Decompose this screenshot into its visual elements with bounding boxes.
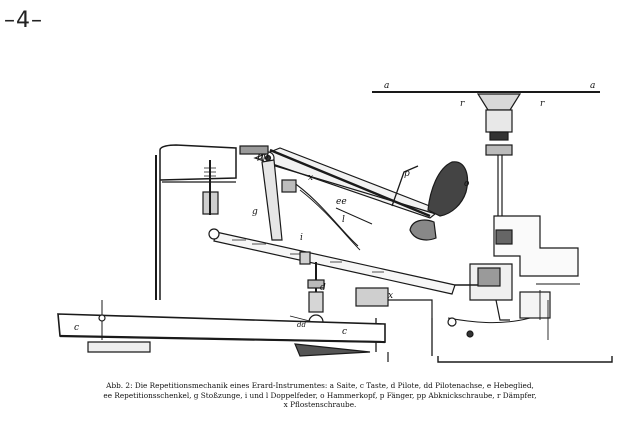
label-p: p — [404, 169, 410, 179]
piano-action-diagram: a a r r pp p o x ee g l i d dd x c c — [57, 81, 613, 363]
label-x-upper: x — [308, 173, 313, 183]
label-ee: ee — [336, 197, 347, 207]
page-number: –4– — [4, 8, 43, 33]
pilot — [289, 262, 346, 331]
label-i: i — [300, 233, 303, 243]
label-dd: dd — [297, 321, 306, 329]
damper-mechanism — [447, 215, 580, 340]
caption-line-2: ee Repetitionsschenkel, g Stoßzunge, i u… — [103, 390, 537, 400]
figure-caption: Abb. 2: Die Repetitionsmechanik eines Er… — [22, 381, 618, 410]
key — [57, 300, 386, 357]
label-o: o — [464, 179, 470, 189]
base-rail — [437, 356, 613, 363]
label-d: d — [320, 283, 326, 293]
balance-lever — [208, 228, 456, 295]
label-string-a-right: a — [590, 81, 595, 91]
label-string-a-left: a — [384, 81, 389, 91]
caption-line-3: x Pflostenschraube. — [283, 400, 357, 410]
label-key-c-right: c — [342, 327, 347, 337]
catcher — [391, 165, 419, 207]
label-g: g — [252, 207, 258, 217]
diagram-labels: a a r r pp p o x ee g l i d dd x c c — [74, 81, 595, 337]
label-damper-r-left: r — [460, 99, 465, 109]
label-pp: pp — [257, 152, 269, 162]
caption-line-1: Abb. 2: Die Repetitionsmechanik eines Er… — [106, 381, 534, 390]
hammer — [269, 148, 469, 241]
label-l: l — [342, 215, 345, 225]
label-damper-r-right: r — [540, 99, 545, 109]
left-frame — [155, 144, 237, 300]
label-x-lower: x — [388, 291, 393, 301]
label-key-c-left: c — [74, 323, 79, 333]
mechanism-drawing — [57, 91, 613, 363]
jack-and-springs — [261, 159, 373, 251]
flange-rail — [355, 287, 433, 356]
